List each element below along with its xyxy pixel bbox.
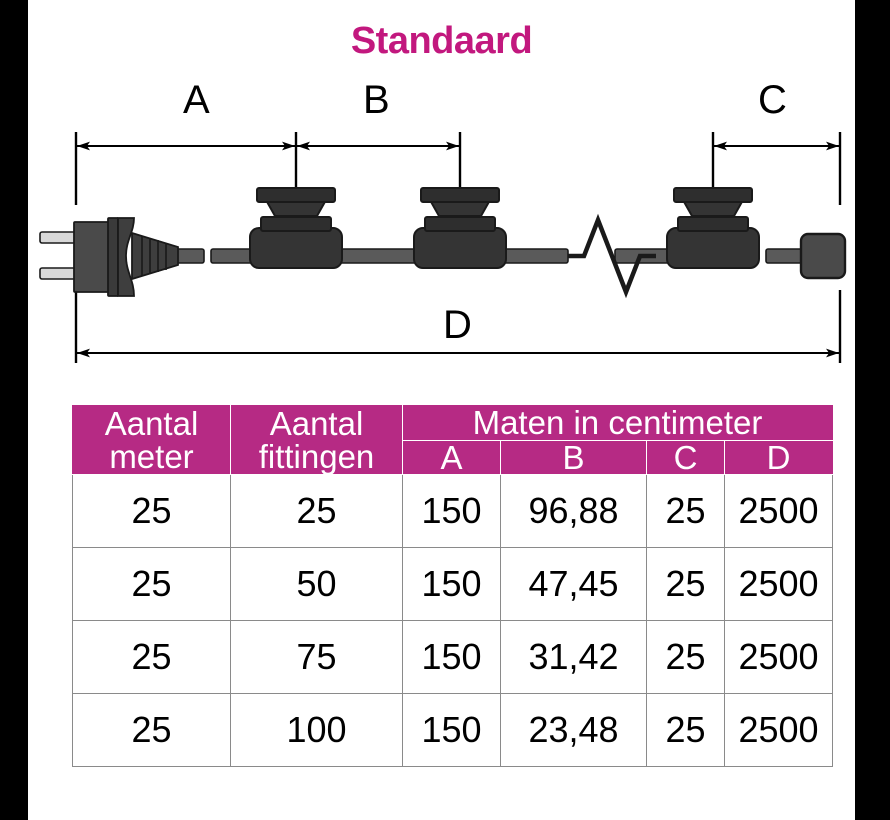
header-maten-in-centimeter: Maten in centimeter xyxy=(402,405,833,441)
cell-meters: 25 xyxy=(72,693,231,768)
lamp-holder-fitting xyxy=(413,187,507,269)
cell-c: 25 xyxy=(646,693,725,768)
cell-b: 96,88 xyxy=(500,474,647,549)
end-cap xyxy=(799,232,847,280)
cell-d: 2500 xyxy=(724,474,833,549)
mains-plug xyxy=(39,217,179,297)
cell-d: 2500 xyxy=(724,693,833,768)
cell-meters: 25 xyxy=(72,547,231,622)
page-title: Standaard xyxy=(350,20,533,62)
dimension-label-a: A xyxy=(183,78,210,122)
cell-fittings: 25 xyxy=(230,474,403,549)
light-string-dimension-diagram: A B C D xyxy=(28,0,855,395)
cell-a: 150 xyxy=(402,693,501,768)
cell-a: 150 xyxy=(402,474,501,549)
header-col-a: A xyxy=(402,439,501,476)
table-row: 25 100 150 23,48 25 2500 xyxy=(72,693,833,768)
table-row: 25 25 150 96,88 25 2500 xyxy=(72,474,833,549)
table-header: Aantal meter Aantal fittingen Maten in c… xyxy=(72,404,833,476)
cell-a: 150 xyxy=(402,547,501,622)
dimension-label-b: B xyxy=(363,78,390,122)
table-row: 25 75 150 31,42 25 2500 xyxy=(72,620,833,695)
lamp-holder-fitting xyxy=(666,187,760,269)
specification-table: Aantal meter Aantal fittingen Maten in c… xyxy=(72,404,833,768)
table-row: 25 50 150 47,45 25 2500 xyxy=(72,547,833,622)
cell-c: 25 xyxy=(646,474,725,549)
content-panel: Standaard A B C D xyxy=(28,0,855,820)
dimension-label-c: C xyxy=(758,78,787,122)
dimension-label-d: D xyxy=(443,303,472,347)
cell-b: 31,42 xyxy=(500,620,647,695)
cell-d: 2500 xyxy=(724,620,833,695)
cell-a: 150 xyxy=(402,620,501,695)
cell-b: 23,48 xyxy=(500,693,647,768)
header-aantal-fittingen-line2: fittingen xyxy=(258,438,375,476)
cell-fittings: 75 xyxy=(230,620,403,695)
header-col-b: B xyxy=(500,439,647,476)
cell-fittings: 100 xyxy=(230,693,403,768)
cell-d: 2500 xyxy=(724,547,833,622)
header-aantal-meter-line1: Aantal xyxy=(104,404,199,442)
cord-break-symbol xyxy=(568,213,656,299)
lamp-holder-fitting xyxy=(249,187,343,269)
cell-c: 25 xyxy=(646,620,725,695)
cell-fittings: 50 xyxy=(230,547,403,622)
header-col-c: C xyxy=(646,439,725,476)
cell-meters: 25 xyxy=(72,620,231,695)
header-aantal-meter: Aantal meter xyxy=(72,404,231,476)
header-aantal-fittingen: Aantal fittingen xyxy=(230,404,403,476)
table-body: 25 25 150 96,88 25 2500 25 50 150 47,45 … xyxy=(72,474,833,768)
header-aantal-meter-line2: meter xyxy=(109,438,194,476)
cell-b: 47,45 xyxy=(500,547,647,622)
header-col-d: D xyxy=(724,439,833,476)
header-aantal-fittingen-line1: Aantal xyxy=(269,404,364,442)
cell-c: 25 xyxy=(646,547,725,622)
dimension-d-group xyxy=(74,290,842,363)
cell-meters: 25 xyxy=(72,474,231,549)
